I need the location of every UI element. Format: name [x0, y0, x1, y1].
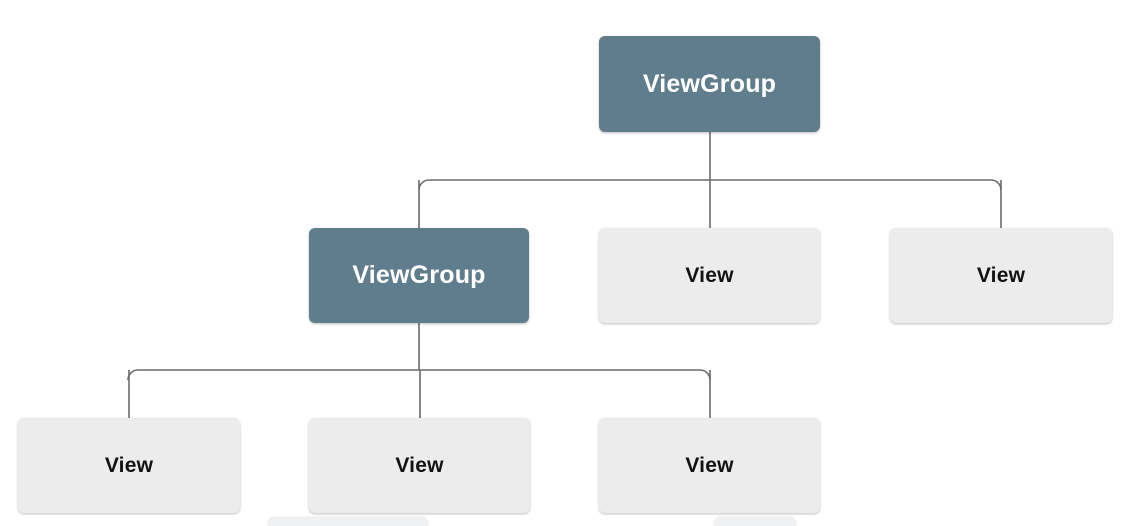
node-label: View [104, 454, 154, 477]
node-view[interactable]: View [890, 228, 1112, 323]
node-label: View [976, 264, 1026, 287]
node-label: View [395, 454, 444, 477]
node-view[interactable]: View [599, 228, 820, 323]
node-label: ViewGroup [642, 69, 777, 98]
node-viewgroup[interactable]: ViewGroup [599, 36, 820, 132]
node-viewgroup[interactable]: ViewGroup [309, 228, 529, 323]
node-view[interactable]: View [599, 418, 820, 513]
node-partial [268, 518, 428, 526]
edge-bus [127, 369, 711, 381]
node-label: View [685, 454, 734, 477]
node-view[interactable]: View [18, 418, 240, 513]
node-label: View [685, 264, 734, 287]
node-label: ViewGroup [352, 261, 486, 289]
node-partial [714, 518, 796, 526]
edge-bus [418, 179, 1002, 191]
node-view[interactable]: View [309, 418, 530, 513]
